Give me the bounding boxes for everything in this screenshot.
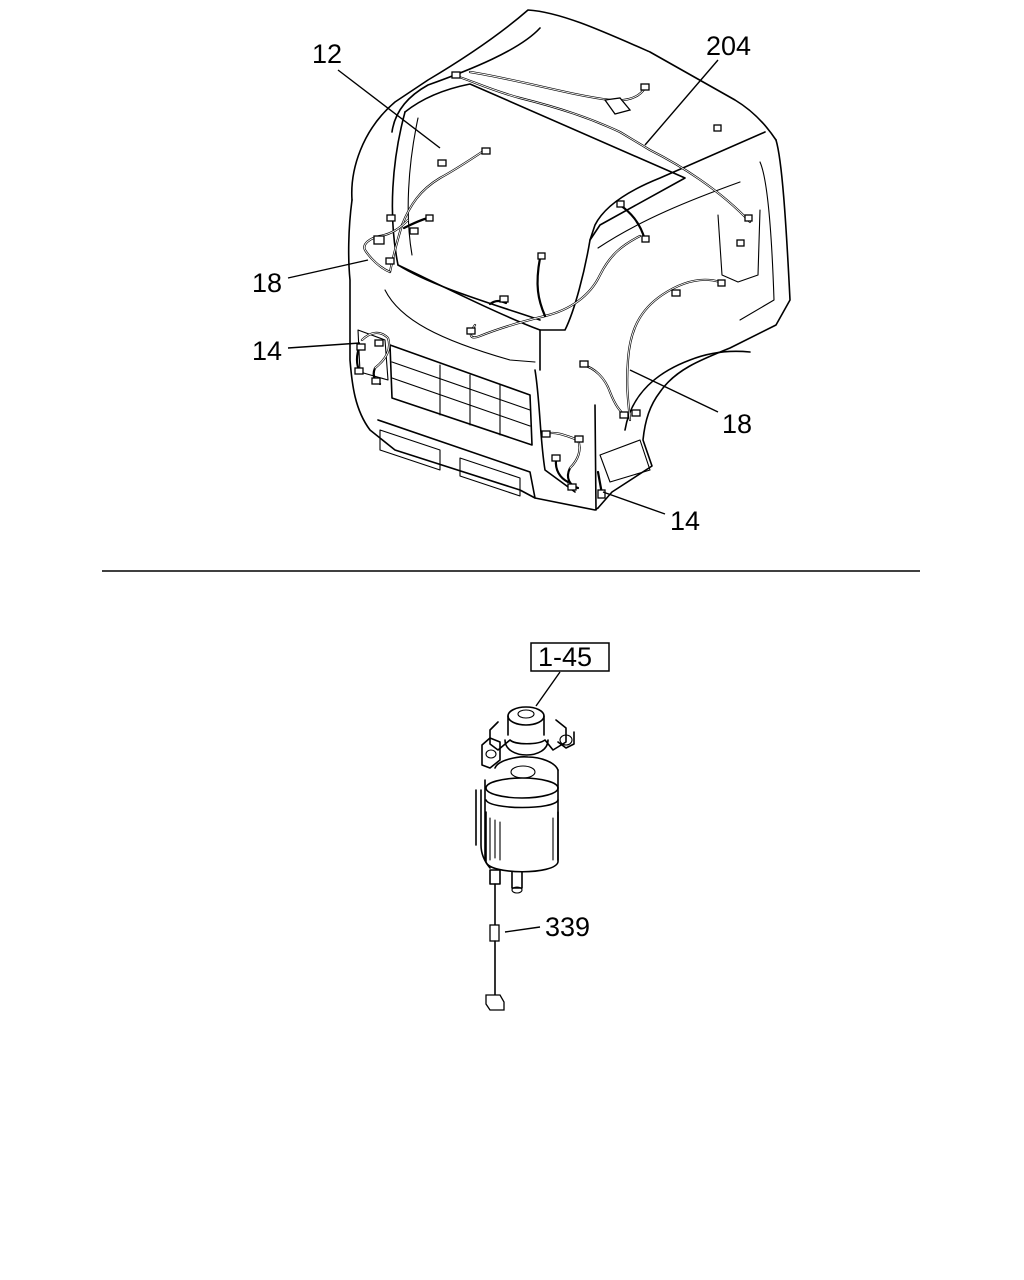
wiring-harness <box>354 70 753 499</box>
callout-12: 12 <box>312 39 342 69</box>
callout-14-left: 14 <box>252 336 282 366</box>
callout-339: 339 <box>545 912 590 942</box>
callout-leaders-top <box>287 59 719 515</box>
callout-1-45: 1-45 <box>538 642 592 672</box>
callout-204: 204 <box>706 31 751 61</box>
callout-18-left: 18 <box>252 268 282 298</box>
truck-cab-drawing <box>347 9 791 511</box>
callout-18-right: 18 <box>722 409 752 439</box>
fuel-filter-drawing <box>475 706 575 1011</box>
reference-box-1-45 <box>530 642 610 672</box>
callout-labels-top: 12 204 18 14 18 14 <box>252 31 752 536</box>
callout-14-right: 14 <box>670 506 700 536</box>
